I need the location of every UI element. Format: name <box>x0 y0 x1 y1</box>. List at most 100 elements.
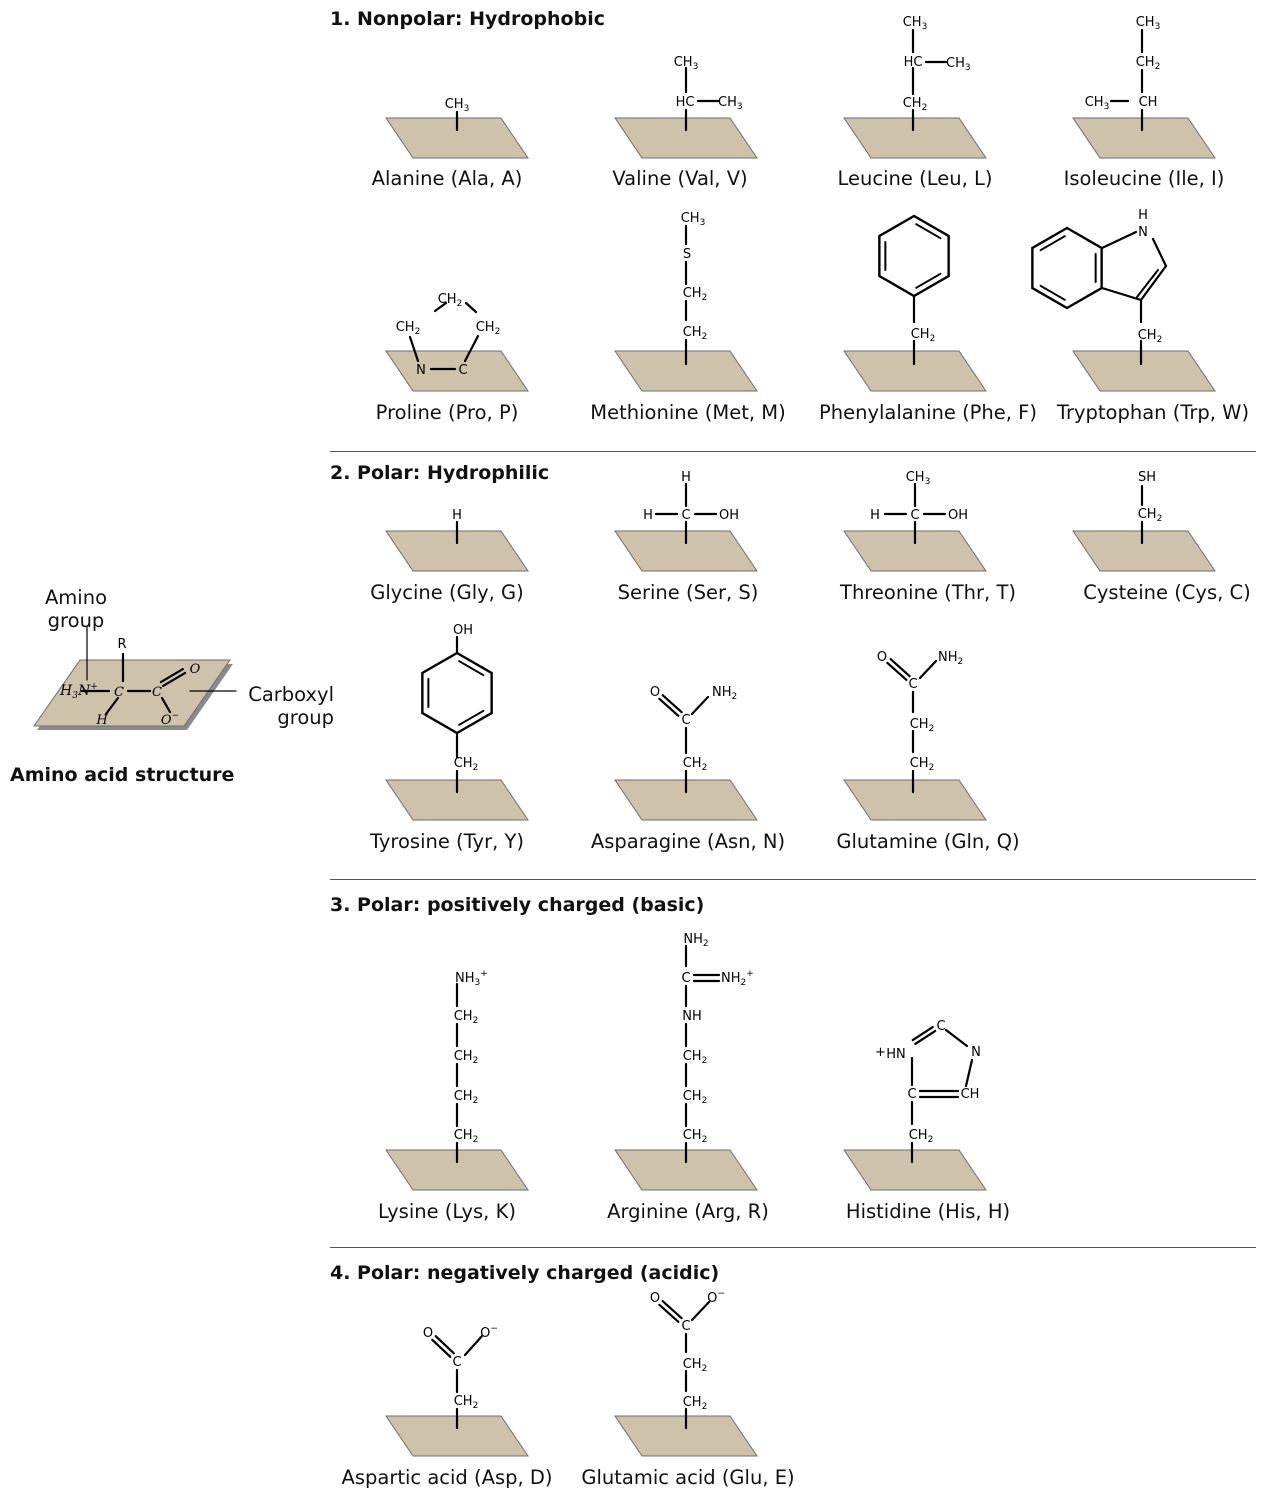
tryptophan-structure: HN CH2 <box>1031 208 1216 392</box>
svg-text:C: C <box>681 1319 690 1334</box>
amino-acid-label: Threonine (Thr, T) <box>840 581 1016 604</box>
alpha-carbon-plane <box>614 1149 758 1191</box>
svg-text:NH2: NH2 <box>712 685 737 702</box>
svg-text:CH2: CH2 <box>910 756 935 773</box>
amino-acid-label: Valine (Val, V) <box>612 167 748 190</box>
amino-acid-label: Proline (Pro, P) <box>375 401 519 424</box>
alpha-carbon-plane <box>614 117 758 159</box>
svg-text:O−: O− <box>707 1289 725 1306</box>
section-title-polar: 2. Polar: Hydrophilic <box>330 462 550 484</box>
svg-text:H: H <box>1138 208 1148 223</box>
cysteine-structure: SH CH2 <box>1072 470 1216 572</box>
svg-text:O−: O− <box>480 1324 498 1341</box>
alanine-structure: CH3 <box>385 97 529 159</box>
amino-acid-label: Aspartic acid (Asp, D) <box>341 1466 553 1489</box>
alpha-carbon-plane <box>614 779 758 821</box>
svg-text:HC: HC <box>676 95 695 110</box>
alpha-carbon-plane <box>843 530 987 572</box>
svg-text:CH3: CH3 <box>718 95 743 112</box>
svg-text:C: C <box>907 1087 916 1102</box>
svg-text:NH: NH <box>682 1009 702 1024</box>
svg-text:C: C <box>681 971 690 986</box>
svg-text:CH3: CH3 <box>674 55 699 72</box>
section-title-basic: 3. Polar: positively charged (basic) <box>330 894 705 916</box>
svg-text:O: O <box>190 662 201 677</box>
amino-acid-label: Arginine (Arg, R) <box>607 1200 769 1223</box>
alpha-carbon-plane <box>843 1149 987 1191</box>
alpha-carbon-plane <box>614 530 758 572</box>
svg-text:C: C <box>681 713 690 728</box>
svg-text:+: + <box>875 1045 886 1060</box>
svg-text:CH3: CH3 <box>1136 15 1161 32</box>
svg-text:CH2: CH2 <box>909 1128 934 1145</box>
alpha-carbon-plane <box>385 117 529 159</box>
alpha-carbon-plane <box>385 530 529 572</box>
svg-text:H3N+: H3N+ <box>59 682 98 701</box>
svg-text:CH2: CH2 <box>683 325 708 342</box>
alpha-carbon-plane <box>843 779 987 821</box>
svg-text:HC: HC <box>904 55 923 70</box>
svg-text:CH2: CH2 <box>1138 328 1163 345</box>
alpha-carbon-plane <box>385 1415 529 1457</box>
svg-text:O: O <box>423 1326 433 1341</box>
svg-text:CH2: CH2 <box>454 1009 479 1026</box>
svg-text:H: H <box>643 508 653 523</box>
svg-text:H: H <box>95 713 108 728</box>
svg-text:NH2: NH2 <box>683 932 708 949</box>
svg-text:CH3: CH3 <box>1085 95 1110 112</box>
alpha-carbon-plane <box>843 350 987 392</box>
svg-text:OH: OH <box>948 508 968 523</box>
svg-text:CH2: CH2 <box>454 1089 479 1106</box>
amino-acid-label: Asparagine (Asn, N) <box>590 830 786 853</box>
amino-acid-label: Alanine (Ala, A) <box>371 167 523 190</box>
svg-text:CH2: CH2 <box>1138 507 1163 524</box>
amino-acid-label: Lysine (Lys, K) <box>378 1200 516 1223</box>
svg-text:C: C <box>458 363 467 378</box>
svg-text:C: C <box>452 1355 461 1370</box>
svg-text:CH2: CH2 <box>683 286 708 303</box>
svg-text:SH: SH <box>1138 470 1156 485</box>
alpha-carbon-plane <box>1072 117 1216 159</box>
svg-text:N: N <box>1138 225 1148 240</box>
svg-text:H: H <box>452 508 462 523</box>
section-divider <box>330 451 1256 452</box>
svg-text:OH: OH <box>453 623 473 638</box>
amino-acid-label: Isoleucine (Ile, I) <box>1063 167 1225 190</box>
svg-text:NH2+: NH2+ <box>721 969 754 988</box>
svg-text:C: C <box>114 685 124 700</box>
svg-text:CH2: CH2 <box>683 1049 708 1066</box>
section-title-nonpolar: 1. Nonpolar: Hydrophobic <box>330 8 605 30</box>
svg-text:H: H <box>870 508 880 523</box>
svg-text:CH3: CH3 <box>946 56 971 73</box>
amino-acid-label: Methionine (Met, M) <box>590 401 786 424</box>
svg-text:CH2: CH2 <box>1136 55 1161 72</box>
svg-text:CH2: CH2 <box>454 1394 479 1411</box>
phenylalanine-structure: CH2 <box>843 214 987 392</box>
alpha-carbon-plane <box>614 350 758 392</box>
amino-acid-label: Tyrosine (Tyr, Y) <box>369 830 525 853</box>
svg-text:CH2: CH2 <box>911 327 936 344</box>
amino-acid-label: Cysteine (Cys, C) <box>1083 581 1251 604</box>
svg-text:CH: CH <box>961 1087 980 1102</box>
svg-text:OH: OH <box>719 508 739 523</box>
amino-acid-label: Serine (Ser, S) <box>617 581 759 604</box>
svg-text:CH2: CH2 <box>903 96 928 113</box>
svg-text:NH2: NH2 <box>938 650 963 667</box>
alpha-carbon-plane <box>385 779 529 821</box>
alpha-carbon-plane <box>843 117 987 159</box>
svg-text:H: H <box>681 470 691 485</box>
svg-text:CH2: CH2 <box>454 1128 479 1145</box>
svg-text:CH2: CH2 <box>683 1395 708 1412</box>
aspartic-acid-structure: O C O− CH2 <box>385 1324 529 1457</box>
